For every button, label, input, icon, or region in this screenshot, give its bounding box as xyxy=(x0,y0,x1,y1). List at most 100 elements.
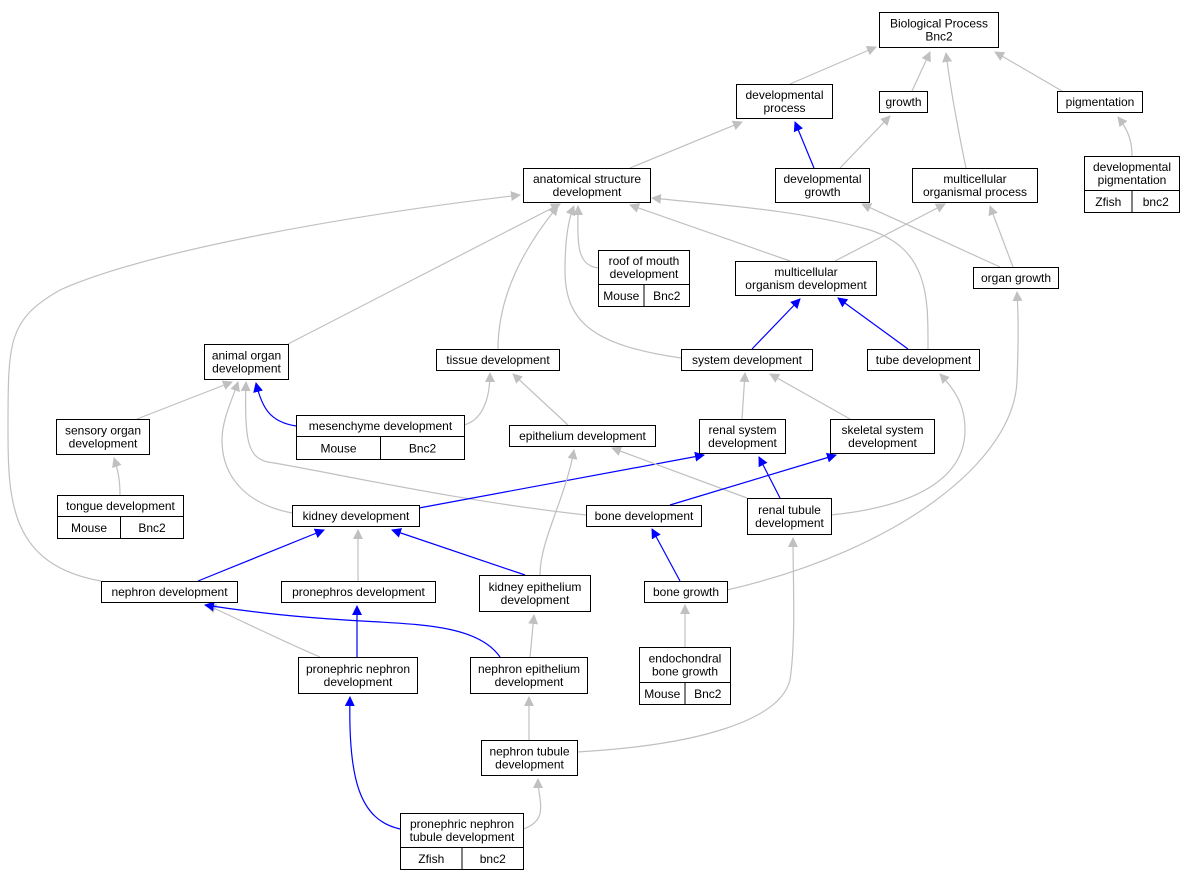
node-growth[interactable]: growth xyxy=(879,91,928,113)
node-label-line: process xyxy=(763,101,805,115)
node-box xyxy=(867,349,980,371)
node-box xyxy=(436,349,560,371)
species-cell: Mouse xyxy=(57,516,121,539)
edge-layer xyxy=(7,45,1133,830)
node-pigmentation[interactable]: pigmentation xyxy=(1057,91,1143,113)
node-system[interactable]: system development xyxy=(681,349,813,371)
node-label-line: development xyxy=(708,436,777,450)
gene-cell: Bnc2 xyxy=(643,284,690,307)
node-box xyxy=(523,168,651,203)
node-box xyxy=(479,575,591,612)
node-box xyxy=(598,250,690,285)
edge-kidneyepi-to-kidney xyxy=(391,528,526,576)
node-epithelium[interactable]: epithelium development xyxy=(509,425,656,447)
edge-mesenchyme-to-animalorgan xyxy=(253,382,297,427)
edge-epithelium-to-tissue xyxy=(512,373,569,426)
gene-cell: Bnc2 xyxy=(380,436,465,460)
node-box xyxy=(400,813,524,848)
edge-mod-to-asd xyxy=(629,203,791,262)
species-cell: Mouse xyxy=(598,284,645,307)
node-bonegrowth[interactable]: bone growth xyxy=(644,581,728,603)
edge-system-to-mod xyxy=(751,298,801,350)
svg-text:bnc2: bnc2 xyxy=(480,852,506,866)
node-kidney[interactable]: kidney development xyxy=(292,505,420,527)
edge-renaltubule-to-tube xyxy=(830,373,966,516)
node-box xyxy=(56,419,150,455)
node-label-line: kidney epithelium xyxy=(489,580,582,594)
gene-cell: Bnc2 xyxy=(684,682,731,705)
node-box xyxy=(281,581,436,603)
node-box xyxy=(1084,156,1180,191)
node-tissue[interactable]: tissue development xyxy=(436,349,560,371)
node-box xyxy=(879,12,999,48)
node-label-line: pronephric nephron xyxy=(410,817,514,831)
svg-text:Bnc2: Bnc2 xyxy=(138,521,166,535)
edge-skeletal-to-system xyxy=(769,373,851,420)
edge-system-to-asd xyxy=(564,205,682,359)
node-label-line: animal organ xyxy=(212,349,281,363)
gene-cell: bnc2 xyxy=(1131,190,1180,213)
node-label-line: tissue development xyxy=(446,353,550,367)
svg-text:Mouse: Mouse xyxy=(644,687,680,701)
node-label-line: development xyxy=(212,362,281,376)
node-box xyxy=(298,657,418,694)
node-box xyxy=(509,425,656,447)
node-box xyxy=(879,91,928,113)
edge-growth-to-bp xyxy=(911,51,931,92)
node-label-line: renal system xyxy=(708,423,776,437)
node-label-line: organism development xyxy=(745,278,867,292)
node-organgrowth[interactable]: organ growth xyxy=(973,267,1059,289)
node-box xyxy=(736,84,833,119)
species-cell: Mouse xyxy=(296,436,381,460)
svg-text:Zfish: Zfish xyxy=(418,852,444,866)
node-label-line: development xyxy=(495,675,564,689)
edge-bonedev-to-skeletal xyxy=(669,452,837,506)
species-cell: Zfish xyxy=(1084,190,1133,213)
edge-devproc-to-bp xyxy=(789,45,877,85)
node-nephron[interactable]: nephron development xyxy=(101,581,238,603)
node-label-line: tubule development xyxy=(410,830,515,844)
gene-cell: Bnc2 xyxy=(120,516,184,539)
edge-nephronepi-to-kidneyepi xyxy=(528,614,539,658)
node-tube[interactable]: tube development xyxy=(867,349,980,371)
node-label-line: growth xyxy=(885,95,921,109)
edge-devgrowth-to-devproc xyxy=(793,121,815,169)
node-label-line: nephron development xyxy=(111,585,228,599)
edge-tube-to-mod xyxy=(837,297,909,350)
svg-text:Mouse: Mouse xyxy=(603,289,639,303)
edge-bonedev-to-animalorgan xyxy=(240,381,587,516)
node-bonedev[interactable]: bone development xyxy=(586,505,702,527)
node-box xyxy=(973,267,1059,289)
node-box xyxy=(830,419,935,454)
node-label-line: bone development xyxy=(595,509,694,523)
node-label-line: development xyxy=(610,267,679,281)
node-pronephros[interactable]: pronephros development xyxy=(281,581,436,603)
node-label-line: multicellular xyxy=(774,265,837,279)
node-label-line: pronephros development xyxy=(292,585,425,599)
edge-pronephron-to-nephron xyxy=(206,604,321,658)
edge-sensory-to-animalorgan xyxy=(136,380,233,420)
